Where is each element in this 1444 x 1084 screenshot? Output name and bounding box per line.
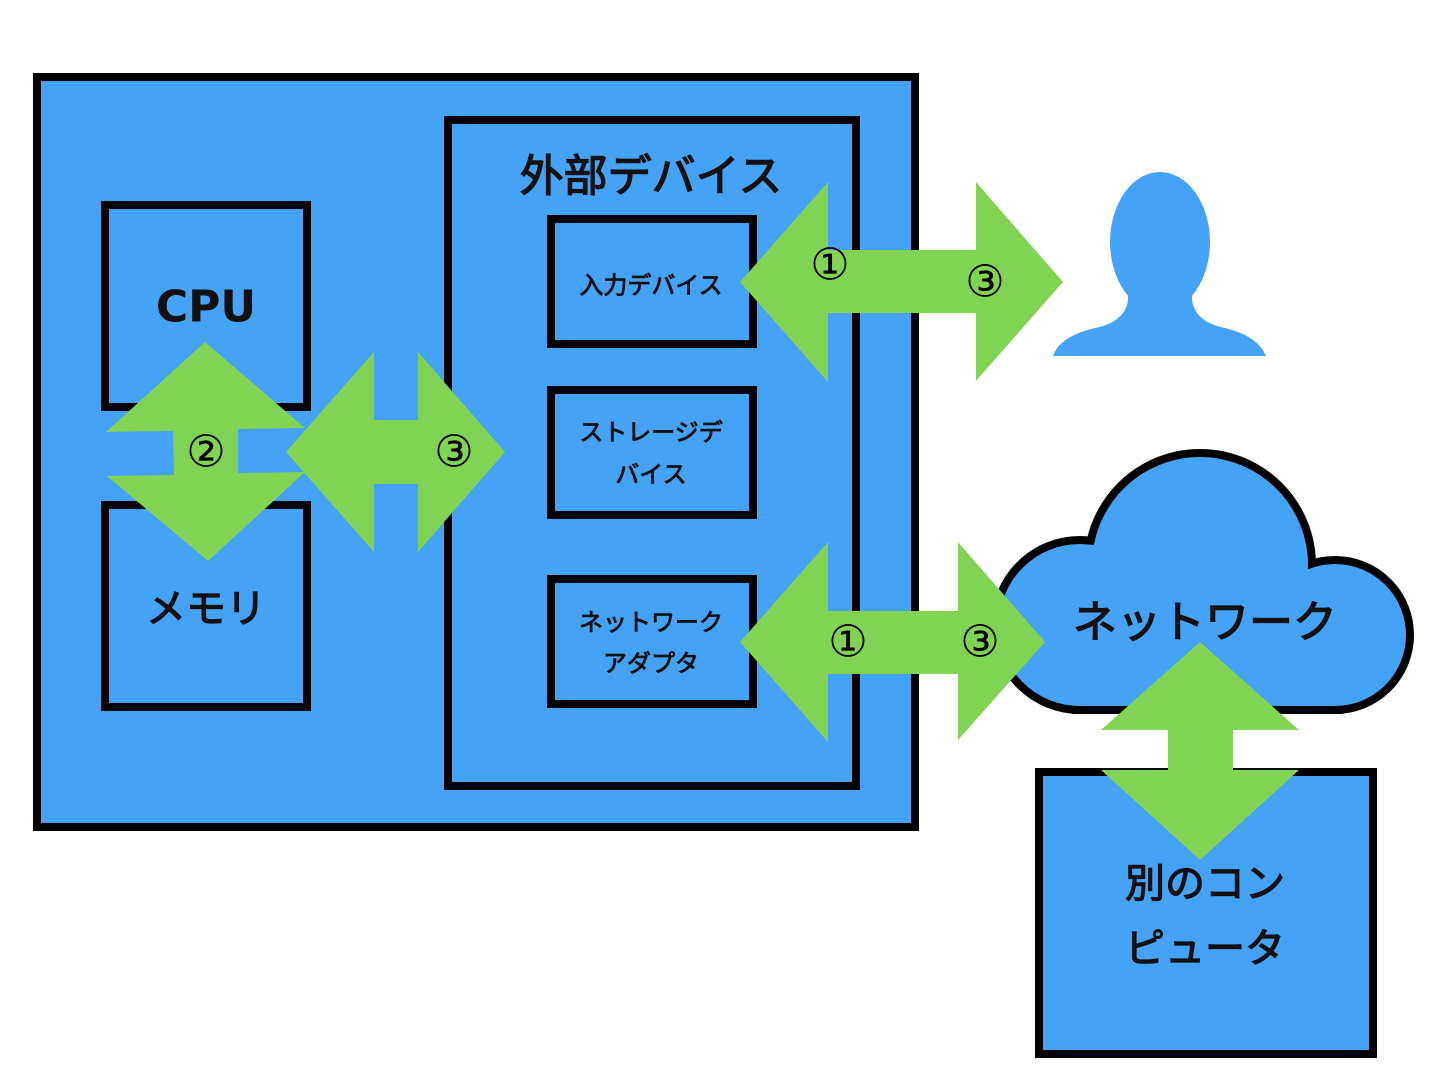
other-computer-label-line1: 別のコン	[1125, 861, 1285, 907]
step-3-label: ③	[960, 616, 1000, 668]
step-1-label: ①	[828, 616, 868, 668]
network-cloud	[991, 449, 1414, 714]
network-label: ネットワーク	[1073, 597, 1337, 648]
network-computer-arrow	[1101, 642, 1299, 860]
memory-label: メモリ	[146, 586, 266, 632]
storage-device-box	[547, 386, 757, 519]
memory-external-arrow	[286, 352, 505, 552]
person-icon	[1053, 172, 1266, 356]
network-adapter-label-line2: アダプタ	[603, 649, 699, 678]
input-device-box	[547, 215, 757, 348]
cpu-label: CPU	[155, 281, 257, 333]
other-computer-label-line2: ピュータ	[1125, 926, 1285, 972]
input-device-label: 入力デバイス	[579, 271, 723, 300]
cpu-memory-arrow	[106, 342, 305, 561]
storage-device-label-line2: バイス	[615, 460, 687, 489]
adapter-network-arrow	[740, 542, 1045, 742]
step-3-label: ③	[434, 426, 474, 478]
network-adapter-label-line1: ネットワーク	[579, 608, 723, 637]
storage-device-label-line1: ストレージデ	[579, 418, 723, 447]
input-user-arrow	[740, 182, 1063, 382]
step-3-label: ③	[965, 256, 1005, 308]
step-2-label: ②	[186, 426, 226, 478]
external-devices-title: 外部デバイス	[519, 151, 783, 202]
step-1-label: ①	[810, 239, 850, 291]
